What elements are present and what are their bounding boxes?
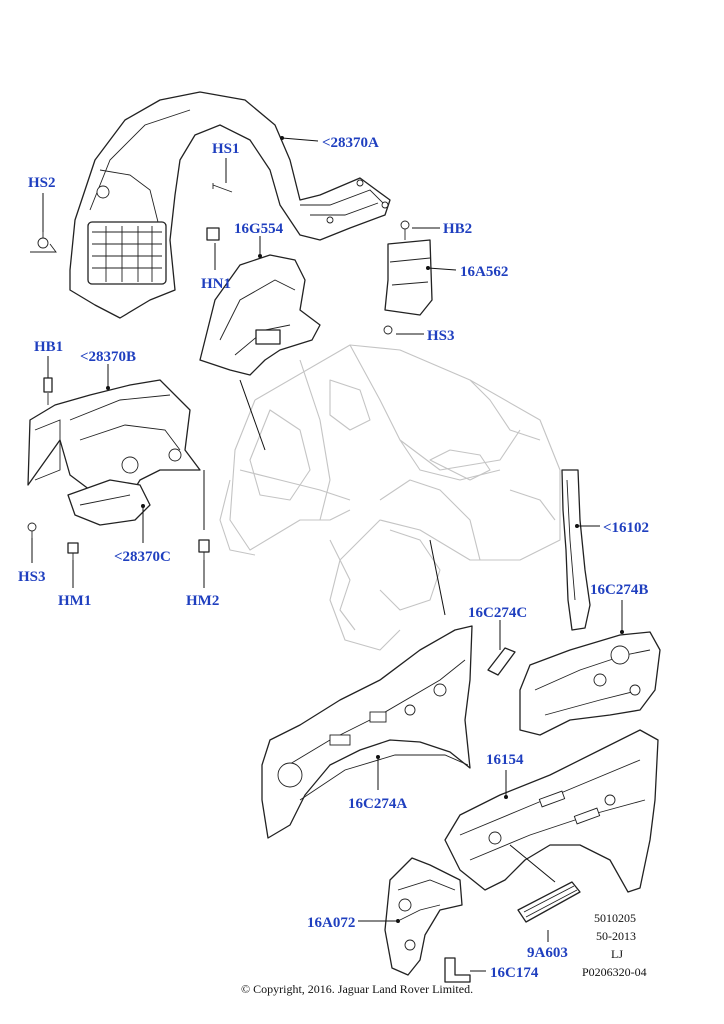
label-HS2[interactable]: HS2 [28, 175, 56, 191]
panel-16C274B [519, 631, 661, 736]
label-HS1[interactable]: HS1 [212, 141, 240, 157]
nut-HN1 [206, 227, 220, 241]
plate-16C274C [487, 647, 516, 676]
panel-16A562 [383, 220, 433, 335]
label-HS3-left[interactable]: HS3 [18, 569, 46, 585]
label-16A072[interactable]: 16A072 [307, 915, 355, 931]
label-HM2[interactable]: HM2 [186, 593, 219, 609]
reference-codes: 5010205 50-2013 LJ P0206320-04 [582, 911, 647, 979]
wheel-arch-liner-28370A [69, 91, 391, 319]
bracket-16A072 [384, 857, 463, 976]
grille-9A603 [517, 881, 581, 923]
lower-liner-28370C [67, 479, 151, 526]
label-HB2[interactable]: HB2 [443, 221, 472, 237]
label-16C274A[interactable]: 16C274A [348, 796, 407, 812]
part-labels: <28370A HS1 HS2 16G554 HB2 16A562 HN1 HS… [18, 135, 649, 981]
label-28370B[interactable]: <28370B [80, 349, 136, 365]
bracket-16C174 [444, 957, 471, 983]
label-HM1[interactable]: HM1 [58, 593, 91, 609]
label-16C274B[interactable]: 16C274B [590, 582, 648, 598]
inner-wing-16C274A [261, 625, 473, 839]
ref-code-3: LJ [611, 947, 623, 961]
bracket-16G554 [199, 254, 321, 376]
lower-liner-28370B [27, 377, 201, 506]
label-9A603[interactable]: 9A603 [527, 945, 568, 961]
ref-code-1: 5010205 [594, 911, 636, 925]
fasteners-lower [27, 522, 210, 560]
copyright-notice: © Copyright, 2016. Jaguar Land Rover Lim… [241, 982, 473, 996]
label-16154[interactable]: 16154 [486, 752, 524, 768]
label-16G554[interactable]: 16G554 [234, 221, 284, 237]
label-HN1[interactable]: HN1 [201, 276, 231, 292]
label-HB1[interactable]: HB1 [34, 339, 63, 355]
screw-HS1 [212, 183, 233, 193]
panel-16154 [444, 729, 659, 893]
reinforcement-16102 [561, 469, 591, 631]
clip-HS2 [30, 232, 57, 253]
leader-lines [31, 136, 624, 972]
vehicle-body-outline [219, 344, 561, 651]
label-28370C[interactable]: <28370C [114, 549, 171, 565]
label-16A562[interactable]: 16A562 [460, 264, 508, 280]
ref-code-4: P0206320-04 [582, 965, 647, 979]
label-16C274C[interactable]: 16C274C [468, 605, 527, 621]
label-16C174[interactable]: 16C174 [490, 965, 539, 981]
label-16102[interactable]: <16102 [603, 520, 649, 536]
label-28370A[interactable]: <28370A [322, 135, 379, 151]
ref-code-2: 50-2013 [596, 929, 636, 943]
label-HS3-top[interactable]: HS3 [427, 328, 455, 344]
